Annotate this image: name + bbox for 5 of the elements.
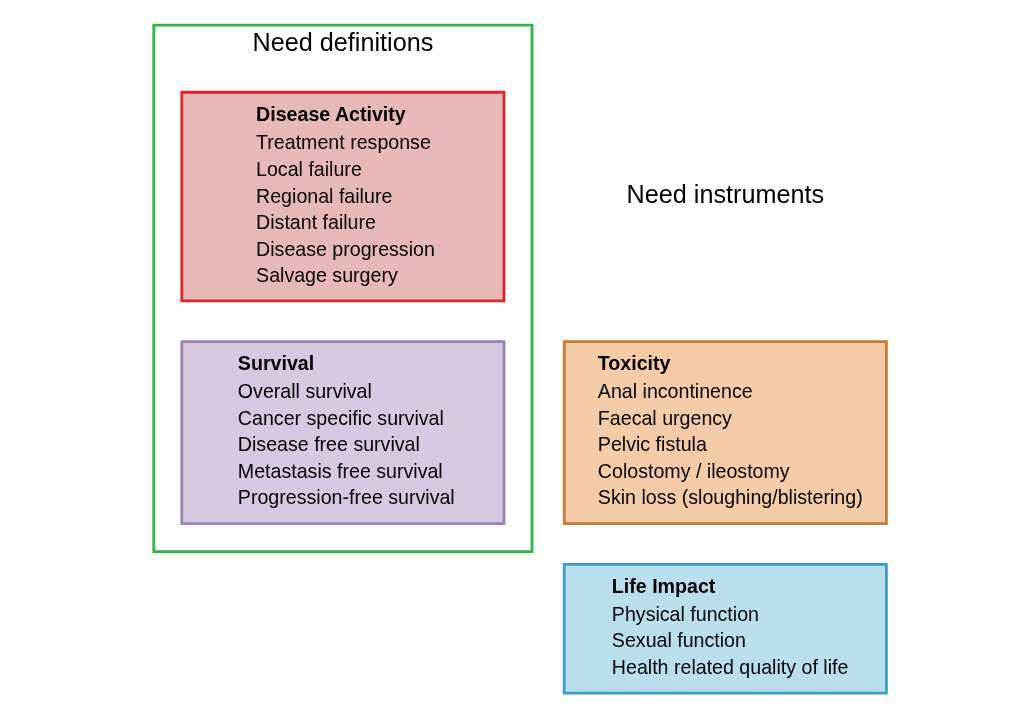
node-box: Disease Activity Treatment response Local failure Regional failure Distant failure Disease progression Salvage surgery <box>180 90 506 303</box>
node-box: Life Impact Physical function Sexual function Health related quality of life <box>562 562 888 695</box>
node-box: Survival Overall survival Cancer specific survival Disease free survival Metastasis free survival Progression-free survival <box>180 340 506 526</box>
node-box: Toxicity Anal incontinence Faecal urgency Pelvic fistula Colostomy / ileostomy Skin loss (sloughing/blistering) <box>562 340 888 526</box>
label: Need instruments <box>626 179 825 208</box>
